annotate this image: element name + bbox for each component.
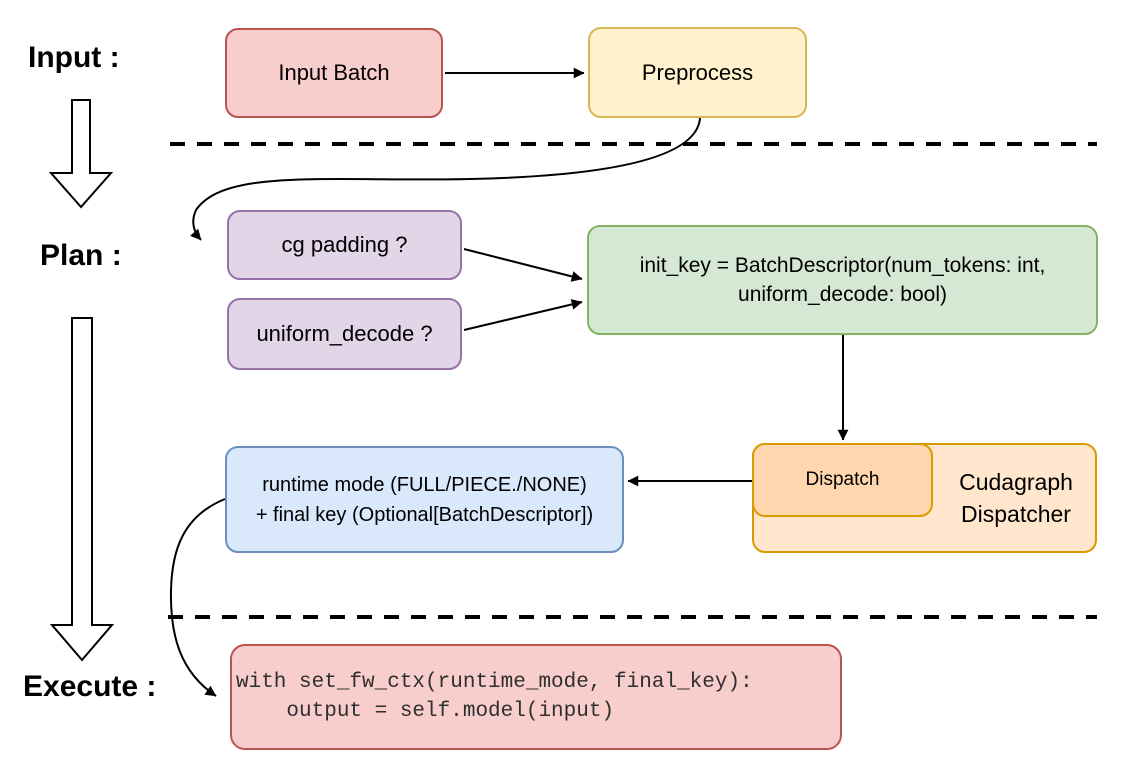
arrow-runtime-mode-to-execute-code bbox=[169, 498, 226, 697]
cg-padding-label: cg padding ? bbox=[281, 232, 408, 258]
input-section-down-arrow-icon bbox=[48, 99, 114, 209]
arrow-cg-padding-to-init-key bbox=[463, 248, 583, 282]
execute-code-line2: output = self.model(input) bbox=[236, 700, 615, 723]
uniform-decode-label: uniform_decode ? bbox=[256, 321, 433, 347]
cg-padding-node: cg padding ? bbox=[227, 210, 462, 280]
runtime-mode-line2: + final key (Optional[BatchDescriptor]) bbox=[255, 503, 594, 526]
dispatch-label: Dispatch bbox=[805, 469, 880, 491]
preprocess-label: Preprocess bbox=[641, 59, 754, 85]
arrow-uniform-decode-to-init-key bbox=[463, 299, 583, 331]
plan-section-label: Plan : bbox=[40, 239, 122, 272]
init-key-line1: init_key = BatchDescriptor(num_tokens: i… bbox=[639, 254, 1046, 277]
input-section-label: Input : bbox=[28, 41, 120, 74]
execute-section-label: Execute : bbox=[23, 670, 157, 703]
execute-code-node: with set_fw_ctx(runtime_mode, final_key)… bbox=[230, 644, 842, 750]
uniform-decode-node: uniform_decode ? bbox=[227, 298, 462, 370]
input-batch-label: Input Batch bbox=[278, 60, 390, 86]
init-key-node: init_key = BatchDescriptor(num_tokens: i… bbox=[587, 225, 1098, 335]
arrow-preprocess-to-cg-padding bbox=[190, 117, 701, 241]
cudagraph-dispatcher-line1: Cudagraph bbox=[959, 469, 1073, 495]
input-batch-node: Input Batch bbox=[225, 28, 443, 118]
dispatch-node: Dispatch bbox=[752, 443, 933, 517]
cudagraph-dispatcher-title: Cudagraph Dispatcher bbox=[935, 443, 1097, 553]
runtime-mode-line1: runtime mode (FULL/PIECE./NONE) bbox=[262, 473, 587, 496]
execute-code-line1: with set_fw_ctx(runtime_mode, final_key)… bbox=[236, 671, 753, 694]
preprocess-node: Preprocess bbox=[588, 27, 807, 118]
init-key-line2: uniform_decode: bool) bbox=[738, 283, 947, 306]
cudagraph-dispatcher-line2: Dispatcher bbox=[961, 501, 1071, 527]
plan-section-down-arrow-icon bbox=[49, 317, 115, 662]
runtime-mode-node: runtime mode (FULL/PIECE./NONE) + final … bbox=[225, 446, 624, 553]
